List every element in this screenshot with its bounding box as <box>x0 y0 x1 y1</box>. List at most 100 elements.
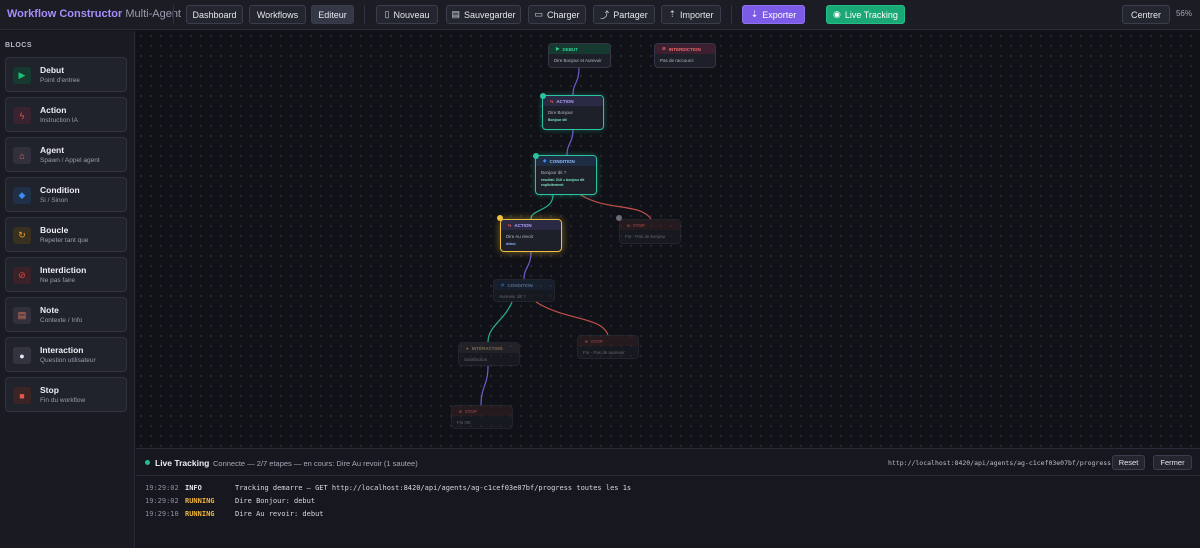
block-desc: Instruction IA <box>40 117 78 124</box>
edge-yes <box>487 301 513 343</box>
block-desc: Contexte / Info <box>40 317 83 324</box>
block-condition[interactable]: ◆ Condition Si / Sinon <box>5 177 127 212</box>
status-done-dot <box>533 153 539 159</box>
save-button[interactable]: ▤Sauvegarder <box>446 5 521 24</box>
block-desc: Fin du workflow <box>40 397 86 404</box>
block-title: Stop <box>40 385 59 395</box>
block-desc: Ne pas faire <box>40 277 76 284</box>
save-icon: ▤ <box>451 9 460 19</box>
node-stop-no-aurevoir[interactable]: ■STOP Fin - Pas de aurevoir <box>577 335 639 359</box>
live-tracking-button[interactable]: ◉Live Tracking <box>826 5 905 24</box>
edge-no <box>535 301 609 336</box>
stop-icon: ■ <box>13 387 31 404</box>
status-running-dot <box>497 215 503 221</box>
block-boucle[interactable]: ↻ Boucle Repeter tant que <box>5 217 127 252</box>
divider <box>731 5 732 24</box>
edge <box>566 129 574 156</box>
load-button[interactable]: ▭Charger <box>528 5 586 24</box>
new-button[interactable]: ▯Nouveau <box>376 5 438 24</box>
node-result: Bonjour dit <box>548 118 567 122</box>
top-bar: Workflow Constructor Multi-Agent Dashboa… <box>0 0 1200 30</box>
edge <box>572 67 580 96</box>
block-desc: Si / Sinon <box>40 197 68 204</box>
block-agent[interactable]: ⌂ Agent Spawn / Appel agent <box>5 137 127 172</box>
note-icon: ▤ <box>13 307 31 324</box>
block-interdiction[interactable]: ⊘ Interdiction Ne pas faire <box>5 257 127 292</box>
tracking-url: http://localhost:8420/api/agents/ag-c1ce… <box>888 459 1112 467</box>
edge-yes <box>530 194 554 220</box>
block-title: Agent <box>40 145 65 155</box>
node-result: resultat: OUI ● bonjour dit explicitemen… <box>541 178 585 187</box>
node-body: Dire Au revoir <box>506 234 534 239</box>
block-title: Note <box>40 305 59 315</box>
chat-icon: ● <box>466 345 469 351</box>
bolt-icon: ϟ <box>508 222 512 228</box>
node-result: debut <box>506 242 516 246</box>
live-indicator-icon <box>145 460 150 465</box>
status-skipped-dot <box>616 215 622 221</box>
app-title: Workflow Constructor Multi-Agent <box>7 8 181 20</box>
block-stop[interactable]: ■ Stop Fin du workflow <box>5 377 127 412</box>
node-body: Satisfaction <box>464 357 488 362</box>
zoom-level: 56% <box>1175 9 1192 18</box>
block-title: Condition <box>40 185 80 195</box>
block-note[interactable]: ▤ Note Contexte / Info <box>5 297 127 332</box>
node-interdiction[interactable]: ⊘INTERDICTION Pas de raccourci <box>654 43 716 68</box>
close-button[interactable]: Fermer <box>1153 455 1192 470</box>
play-icon: ▶ <box>556 46 560 51</box>
node-body: Dire Bonjour et Aurevoir <box>554 58 602 63</box>
block-title: Boucle <box>40 225 69 235</box>
forbidden-icon: ⊘ <box>662 46 666 51</box>
panel-header: Live Tracking Connecte — 2/7 etapes — en… <box>136 449 1200 476</box>
nav-dashboard-button[interactable]: Dashboard <box>186 5 243 24</box>
stop-icon: ■ <box>627 222 630 228</box>
block-interaction[interactable]: ● Interaction Question utilisateur <box>5 337 127 372</box>
block-desc: Question utilisateur <box>40 357 96 364</box>
node-stop-no-bonjour[interactable]: ■STOP Fin - Pas de bonjour <box>619 219 681 244</box>
center-button[interactable]: Centrer <box>1122 5 1170 24</box>
node-body: Dire Bonjour <box>548 110 574 115</box>
forbidden-icon: ⊘ <box>13 267 31 284</box>
import-button[interactable]: ⇡Importer <box>661 5 721 24</box>
nav-workflows-button[interactable]: Workflows <box>249 5 306 24</box>
folder-icon: ▭ <box>534 9 543 19</box>
app-subtitle: Multi-Agent <box>125 8 181 20</box>
node-body: Fin - Pas de bonjour <box>625 234 666 239</box>
upload-icon: ⇡ <box>668 9 677 19</box>
live-tracking-panel: Live Tracking Connecte — 2/7 etapes — en… <box>136 448 1200 548</box>
node-condition-aurevoir[interactable]: ◆CONDITION Aurevoir dit ? <box>493 279 555 302</box>
chat-icon: ● <box>13 347 31 364</box>
edge-no <box>580 194 652 220</box>
node-body: Pas de raccourci <box>660 58 694 63</box>
panel-title: Live Tracking <box>155 458 210 468</box>
nav-editeur-button[interactable]: Editeur <box>311 5 354 24</box>
play-icon: ▶ <box>13 67 31 84</box>
loop-icon: ↻ <box>13 227 31 244</box>
block-debut[interactable]: ▶ Debut Point d'entree <box>5 57 127 92</box>
sidebar-title: BLOCS <box>5 42 32 49</box>
blocks-sidebar: BLOCS ▶ Debut Point d'entree ϟ Action In… <box>0 31 135 548</box>
node-condition-bonjour[interactable]: ◆CONDITION Bonjour dit ? resultat: OUI ●… <box>535 155 597 195</box>
node-body: Aurevoir dit ? <box>499 294 526 299</box>
export-button[interactable]: ⇣Exporter <box>742 5 805 24</box>
node-action-aurevoir[interactable]: ϟACTION Dire Au revoir debut <box>500 219 562 252</box>
stop-icon: ■ <box>459 408 462 414</box>
pulse-icon: ◉ <box>833 9 841 19</box>
node-stop-ok[interactable]: ■STOP Fin OK <box>451 405 513 429</box>
share-button[interactable]: ⤴Partager <box>593 5 655 24</box>
edge <box>523 251 532 280</box>
node-body: Bonjour dit ? <box>541 170 567 175</box>
bolt-icon: ϟ <box>550 98 554 104</box>
block-action[interactable]: ϟ Action Instruction IA <box>5 97 127 132</box>
workflow-canvas[interactable]: ▶DEBUT Dire Bonjour et Aurevoir ⊘INTERDI… <box>136 31 1200 447</box>
reset-button[interactable]: Reset <box>1112 455 1145 470</box>
node-debut[interactable]: ▶DEBUT Dire Bonjour et Aurevoir <box>548 43 611 68</box>
download-icon: ⇣ <box>750 9 759 19</box>
node-action-bonjour[interactable]: ϟACTION Dire Bonjour Bonjour dit <box>542 95 604 130</box>
node-interaction[interactable]: ●INTERACTION Satisfaction <box>458 342 520 366</box>
stop-icon: ■ <box>585 338 588 344</box>
node-body: Fin OK <box>457 420 472 425</box>
